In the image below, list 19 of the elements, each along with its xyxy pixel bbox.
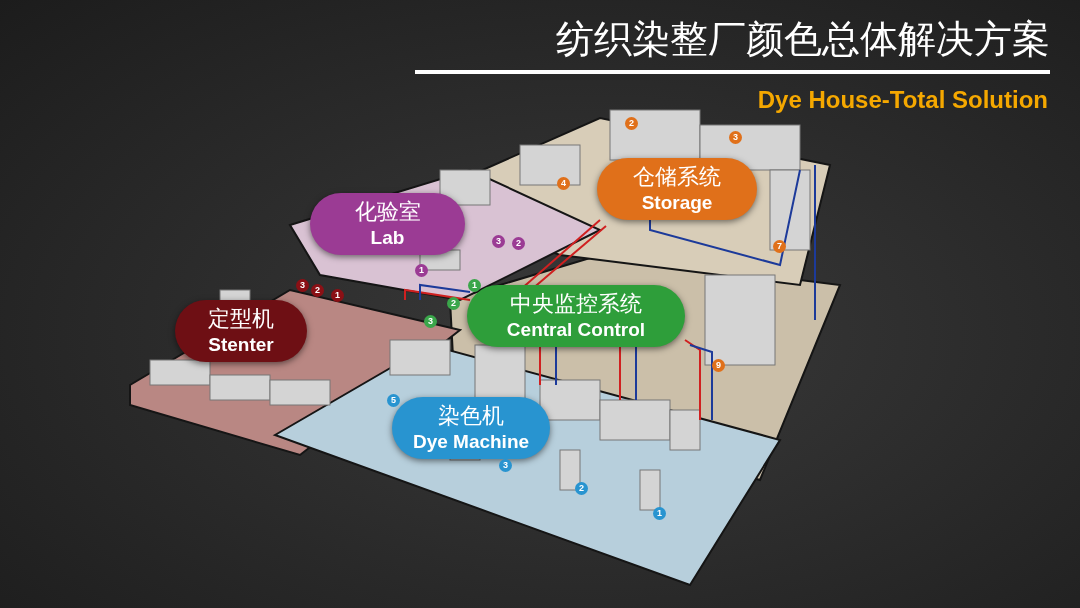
zone-label-bubble (392, 397, 550, 459)
callout-number: 3 (296, 279, 309, 292)
zone-name-english: Stenter (207, 333, 275, 357)
zone-label-bubble (310, 193, 465, 255)
zone-name-english: Storage (640, 191, 714, 215)
zone-name: 中央监控系统 (509, 290, 643, 318)
callout-number: 1 (331, 289, 344, 302)
subtitle: Dye House-Total Solution (757, 86, 1048, 114)
zone-name: 定型机 (207, 305, 275, 333)
zone-name: 仓储系统 (632, 163, 722, 191)
zone-name: 化验室 (353, 198, 422, 226)
zone-name: 染色机 (437, 402, 505, 430)
title-heading: 纺织染整厂颜色总体解决方案 (555, 16, 1050, 63)
zone-name-english: Central Control (505, 318, 647, 342)
zone-label-bubble (175, 300, 307, 362)
zone-name-english: Lab (369, 226, 406, 250)
callout-number: 2 (311, 284, 324, 297)
zone-label-bubble (597, 158, 757, 220)
zone-name-english: Dye Machine (411, 430, 531, 454)
